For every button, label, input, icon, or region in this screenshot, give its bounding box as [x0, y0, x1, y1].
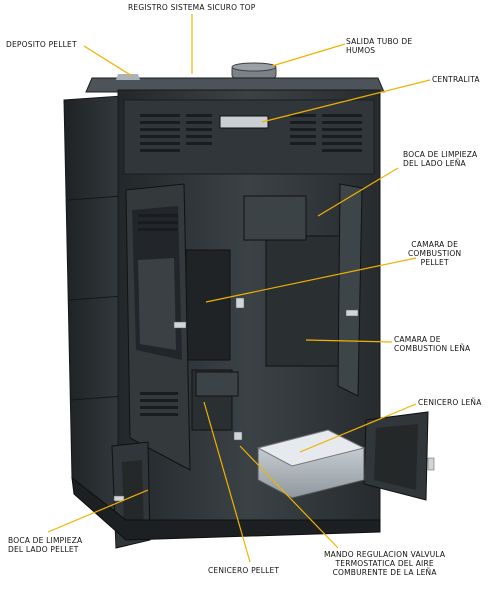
pellet-chamber: [185, 249, 231, 361]
wood-chamber: [265, 235, 341, 367]
callout-centralita: [261, 79, 431, 123]
label-boca-lena: BOCA DE LIMPIEZA DEL LADO LEÑA: [403, 150, 478, 168]
label-deposito: DEPOSITO PELLET: [6, 40, 77, 49]
label-cenicero-pellet: CENICERO PELLET: [208, 566, 280, 575]
callout-salida: [271, 43, 346, 67]
callout-cenicero-pellet: [203, 401, 251, 563]
label-centralita: CENTRALITA: [432, 75, 480, 84]
callout-camara-pellet: [205, 257, 417, 303]
callout-mando: [239, 445, 339, 549]
right-door: [337, 183, 363, 397]
stove-base: [71, 476, 381, 541]
label-registro: REGISTRO SISTEMA SICURO TOP: [128, 3, 256, 12]
callout-deposito: [83, 45, 133, 77]
display-unit: [219, 115, 269, 129]
label-camara-pellet: CAMARA DE COMBUSTION PELLET: [408, 240, 462, 267]
callout-camara-lena: [305, 339, 393, 343]
pellet-ash-drawer: [195, 371, 239, 397]
label-cenicero-lena: CENICERO LEÑA: [418, 398, 482, 407]
label-salida: SALIDA TUBO DE HUMOS: [346, 37, 413, 55]
label-mando: MANDO REGULACION VALVULA TERMOSTATICA DE…: [324, 550, 446, 577]
callout-boca-pellet: [47, 489, 149, 533]
label-camara-lena: CAMARA DE COMBUSTION LEÑA: [394, 335, 471, 353]
callout-boca-lena: [317, 167, 399, 217]
label-boca-pellet: BOCA DE LIMPIEZA DEL LADO PELLET: [8, 536, 83, 554]
callout-cenicero-lena: [299, 403, 417, 453]
